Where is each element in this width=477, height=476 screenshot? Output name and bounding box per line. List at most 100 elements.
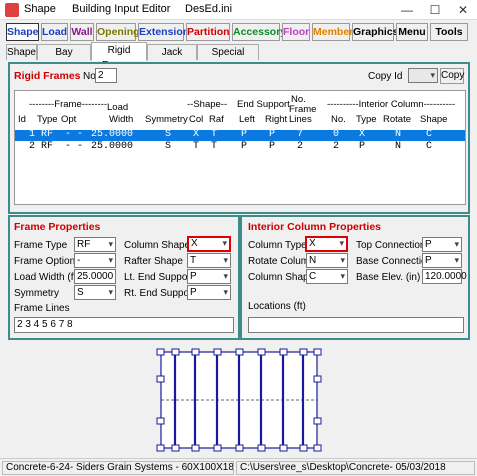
title-bar: Shape Building Input Editor DesEd.ini — … bbox=[0, 0, 477, 20]
cell-width: 25.0000 bbox=[91, 141, 134, 152]
lt-end-support-select[interactable]: P▾ bbox=[187, 269, 231, 284]
column-shape-select[interactable]: X▾ bbox=[187, 236, 231, 252]
ic-rotate-label: Rotate Column bbox=[248, 256, 315, 267]
top-connection-label: Top Connection bbox=[356, 240, 426, 251]
cell-ic-type: P bbox=[359, 141, 366, 152]
header-ic-shape: Shape bbox=[420, 114, 448, 125]
cell-ic-no: 0 bbox=[333, 129, 340, 140]
maximize-icon[interactable]: ☐ bbox=[429, 3, 441, 17]
frame-type-value: RF bbox=[77, 239, 91, 250]
interior-column-panel: Interior Column Properties Column Type X… bbox=[240, 215, 470, 340]
top-connection-select[interactable]: P▾ bbox=[422, 237, 462, 252]
rafter-shape-select[interactable]: T▾ bbox=[187, 253, 231, 268]
header-no-frame-lines-3: Lines bbox=[289, 114, 312, 125]
table-row[interactable]: 1 RF - - 25.0000 S X T P P 7 0 X N C bbox=[15, 129, 465, 141]
cell-ic-type: X bbox=[359, 129, 366, 140]
ic-column-type-select[interactable]: X▾ bbox=[305, 236, 348, 252]
cell-lines: 2 bbox=[297, 141, 304, 152]
rigid-frames-panel: Rigid Frames No. 2 Copy Id ▾ Copy ------… bbox=[8, 62, 470, 214]
frame-properties-title: Frame Properties bbox=[14, 221, 101, 233]
chevron-down-icon: ▾ bbox=[430, 70, 435, 80]
cell-ic-no: 2 bbox=[333, 141, 340, 152]
partition-button[interactable]: Partition bbox=[186, 23, 230, 41]
base-connection-value: P bbox=[425, 255, 432, 266]
chevron-down-icon: ▾ bbox=[340, 255, 345, 265]
app-logo-icon bbox=[5, 3, 19, 17]
tab-jack-beams[interactable]: Jack Beams bbox=[147, 44, 197, 73]
cell-ic-rotate: N bbox=[395, 141, 402, 152]
header-shape-group: --Shape-- bbox=[187, 99, 228, 110]
ic-column-type-value: X bbox=[309, 238, 316, 249]
column-shape-label: Column Shape bbox=[124, 240, 191, 251]
cell-col: T bbox=[193, 141, 200, 152]
header-frame-group: --------Frame-------- bbox=[29, 99, 108, 110]
cell-raf: T bbox=[211, 141, 218, 152]
frame-option-select[interactable]: -▾ bbox=[74, 253, 116, 268]
base-connection-label: Base Connection bbox=[356, 256, 433, 267]
frame-lines-input[interactable]: 2 3 4 5 6 7 8 bbox=[14, 317, 234, 333]
header-raf: Raf bbox=[209, 114, 224, 125]
frame-type-select[interactable]: RF ▾ bbox=[74, 237, 116, 252]
ic-column-shape-select[interactable]: C▾ bbox=[306, 269, 348, 284]
table-row[interactable]: 2 RF - - 25.0000 S T T P P 2 2 P N C bbox=[15, 141, 465, 153]
chevron-down-icon: ▾ bbox=[223, 271, 228, 281]
extension-button[interactable]: Extension bbox=[138, 23, 189, 41]
wall-button[interactable]: Wall bbox=[70, 23, 94, 41]
copy-button[interactable]: Copy bbox=[440, 68, 464, 84]
chevron-down-icon: ▾ bbox=[339, 238, 344, 248]
cell-left: P bbox=[241, 129, 248, 140]
tab-bay-spacing[interactable]: Bay Spacing bbox=[37, 44, 91, 73]
header-id: Id bbox=[18, 114, 26, 125]
frame-count-input[interactable]: 2 bbox=[95, 68, 117, 83]
menu-button[interactable]: Menu bbox=[396, 23, 428, 41]
rt-end-support-value: P bbox=[190, 287, 197, 298]
symmetry-value: S bbox=[77, 287, 84, 298]
header-right: Right bbox=[265, 114, 288, 125]
shape-button[interactable]: Shape bbox=[6, 23, 39, 41]
accessory-button[interactable]: Accessory bbox=[232, 23, 286, 41]
window-subtitle: Building Input Editor bbox=[72, 3, 171, 15]
opening-button[interactable]: Opening bbox=[96, 23, 140, 41]
status-bar: Concrete-6-24- Siders Grain Systems - 60… bbox=[0, 458, 477, 476]
tools-button[interactable]: Tools bbox=[430, 23, 468, 41]
load-width-input[interactable]: 25.0000 bbox=[74, 269, 116, 284]
frame-count-label: No. bbox=[83, 71, 99, 82]
header-ic-no: No. bbox=[331, 114, 346, 125]
header-symmetry: Symmetry bbox=[145, 114, 188, 125]
tab-shape[interactable]: Shape bbox=[6, 44, 37, 60]
base-elev-input[interactable]: 120.0000 bbox=[422, 269, 467, 284]
base-connection-select[interactable]: P▾ bbox=[422, 253, 462, 268]
cell-id: 1 bbox=[29, 129, 36, 140]
header-load: Load bbox=[107, 102, 129, 113]
chevron-down-icon: ▾ bbox=[108, 239, 113, 249]
frame-properties-panel: Frame Properties Frame Type RF▾ Frame Op… bbox=[8, 215, 240, 340]
floor-button[interactable]: Floor bbox=[282, 23, 310, 41]
ic-rotate-select[interactable]: N▾ bbox=[306, 253, 348, 268]
cell-ic-shape: C bbox=[426, 129, 433, 140]
minimize-icon[interactable]: — bbox=[401, 3, 413, 17]
cell-right: P bbox=[269, 129, 276, 140]
symmetry-select[interactable]: S▾ bbox=[74, 285, 116, 300]
graphics-button[interactable]: Graphics bbox=[352, 23, 399, 41]
close-icon[interactable]: ✕ bbox=[457, 3, 469, 17]
header-type: Type bbox=[37, 114, 58, 125]
cell-dash: - bbox=[77, 141, 84, 152]
tab-rigid-frames[interactable]: Rigid Frames bbox=[91, 42, 147, 71]
member-button[interactable]: Member bbox=[312, 23, 353, 41]
chevron-down-icon: ▾ bbox=[340, 271, 345, 281]
cell-type: RF bbox=[41, 129, 54, 140]
frame-lines-label: Frame Lines bbox=[14, 303, 70, 314]
copy-id-select[interactable]: ▾ bbox=[408, 68, 438, 83]
header-width: Width bbox=[109, 114, 134, 125]
header-opt: Opt bbox=[61, 114, 77, 125]
cell-col: X bbox=[193, 129, 200, 140]
tab-special-shape[interactable]: Special Shape bbox=[197, 44, 259, 73]
chevron-down-icon: ▾ bbox=[108, 287, 113, 297]
cell-raf: T bbox=[211, 129, 218, 140]
rt-end-support-select[interactable]: P▾ bbox=[187, 285, 231, 300]
copy-id-label: Copy Id bbox=[368, 71, 403, 82]
chevron-down-icon: ▾ bbox=[454, 255, 459, 265]
cell-left: P bbox=[241, 141, 248, 152]
locations-input[interactable] bbox=[248, 317, 464, 333]
load-button[interactable]: Load bbox=[41, 23, 68, 41]
